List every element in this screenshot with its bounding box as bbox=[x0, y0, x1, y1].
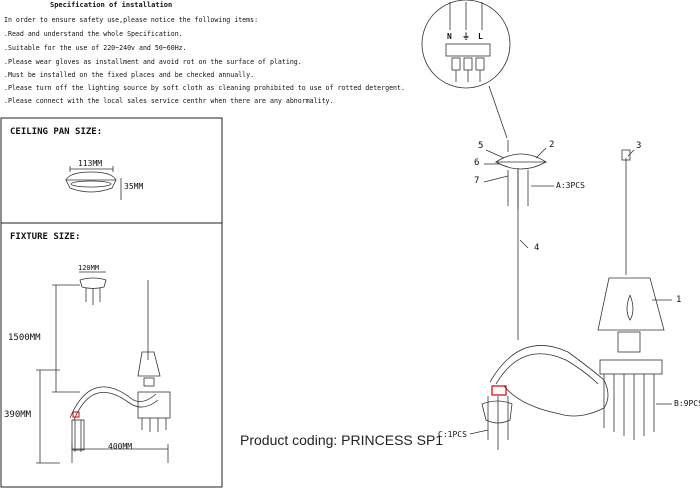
spec-line: .Please connect with the local sales ser… bbox=[4, 97, 334, 105]
fixture-top-width: 120MM bbox=[78, 264, 100, 272]
callout-leader-lines bbox=[469, 147, 672, 435]
part-a-label: A:3PCS bbox=[556, 181, 585, 190]
callout-3: 3 bbox=[636, 141, 642, 151]
part-b-label: B:9PCS bbox=[674, 399, 700, 408]
fixture-chain-length: 1500MM bbox=[8, 333, 41, 343]
terminal-block-drawing bbox=[421, 0, 511, 139]
ceiling-pan-title: CEILING PAN SIZE: bbox=[10, 127, 103, 137]
product-coding: Product coding: PRINCESS SP1 bbox=[240, 432, 444, 448]
callout-7: 7 bbox=[474, 176, 480, 186]
ceiling-pan-height: 35MM bbox=[124, 182, 144, 191]
spec-line: .Read and understand the whole Specifica… bbox=[4, 30, 183, 38]
spec-line: .Must be installed on the fixed places a… bbox=[4, 71, 255, 79]
callout-6: 6 bbox=[474, 158, 480, 168]
terminal-n-label: N bbox=[447, 32, 452, 41]
callout-1: 1 bbox=[676, 295, 682, 305]
callout-2: 2 bbox=[549, 140, 555, 150]
spec-line: .Suitable for the use of 220~240v and 50… bbox=[4, 44, 187, 52]
fixture-size-box bbox=[0, 222, 223, 488]
ceiling-pan-width: 113MM bbox=[78, 159, 103, 168]
ceiling-pan-drawing bbox=[65, 166, 122, 200]
terminal-ground-label: ⏚ bbox=[462, 32, 470, 41]
part-c-label: C:1PCS bbox=[438, 430, 467, 439]
small-fixture-connector bbox=[72, 411, 80, 418]
spec-line: In order to ensure safety use,please not… bbox=[4, 16, 259, 24]
fixture-size-title: FIXTURE SIZE: bbox=[10, 232, 81, 242]
terminal-l-label: L bbox=[478, 32, 483, 41]
spec-title: Specification of installation bbox=[50, 1, 173, 9]
large-fixture-drawing bbox=[481, 140, 665, 450]
callout-5: 5 bbox=[478, 141, 484, 151]
callout-4: 4 bbox=[534, 243, 540, 253]
spec-line: .Please turn off the lighting source by … bbox=[4, 84, 405, 92]
fixture-width: 400MM bbox=[108, 442, 133, 451]
spec-line: .Please wear gloves as installment and a… bbox=[4, 58, 302, 66]
fixture-dimension-lines bbox=[36, 284, 169, 464]
fixture-height: 390MM bbox=[4, 410, 32, 420]
large-fixture-connector bbox=[491, 385, 507, 396]
small-fixture-drawing bbox=[69, 271, 171, 452]
